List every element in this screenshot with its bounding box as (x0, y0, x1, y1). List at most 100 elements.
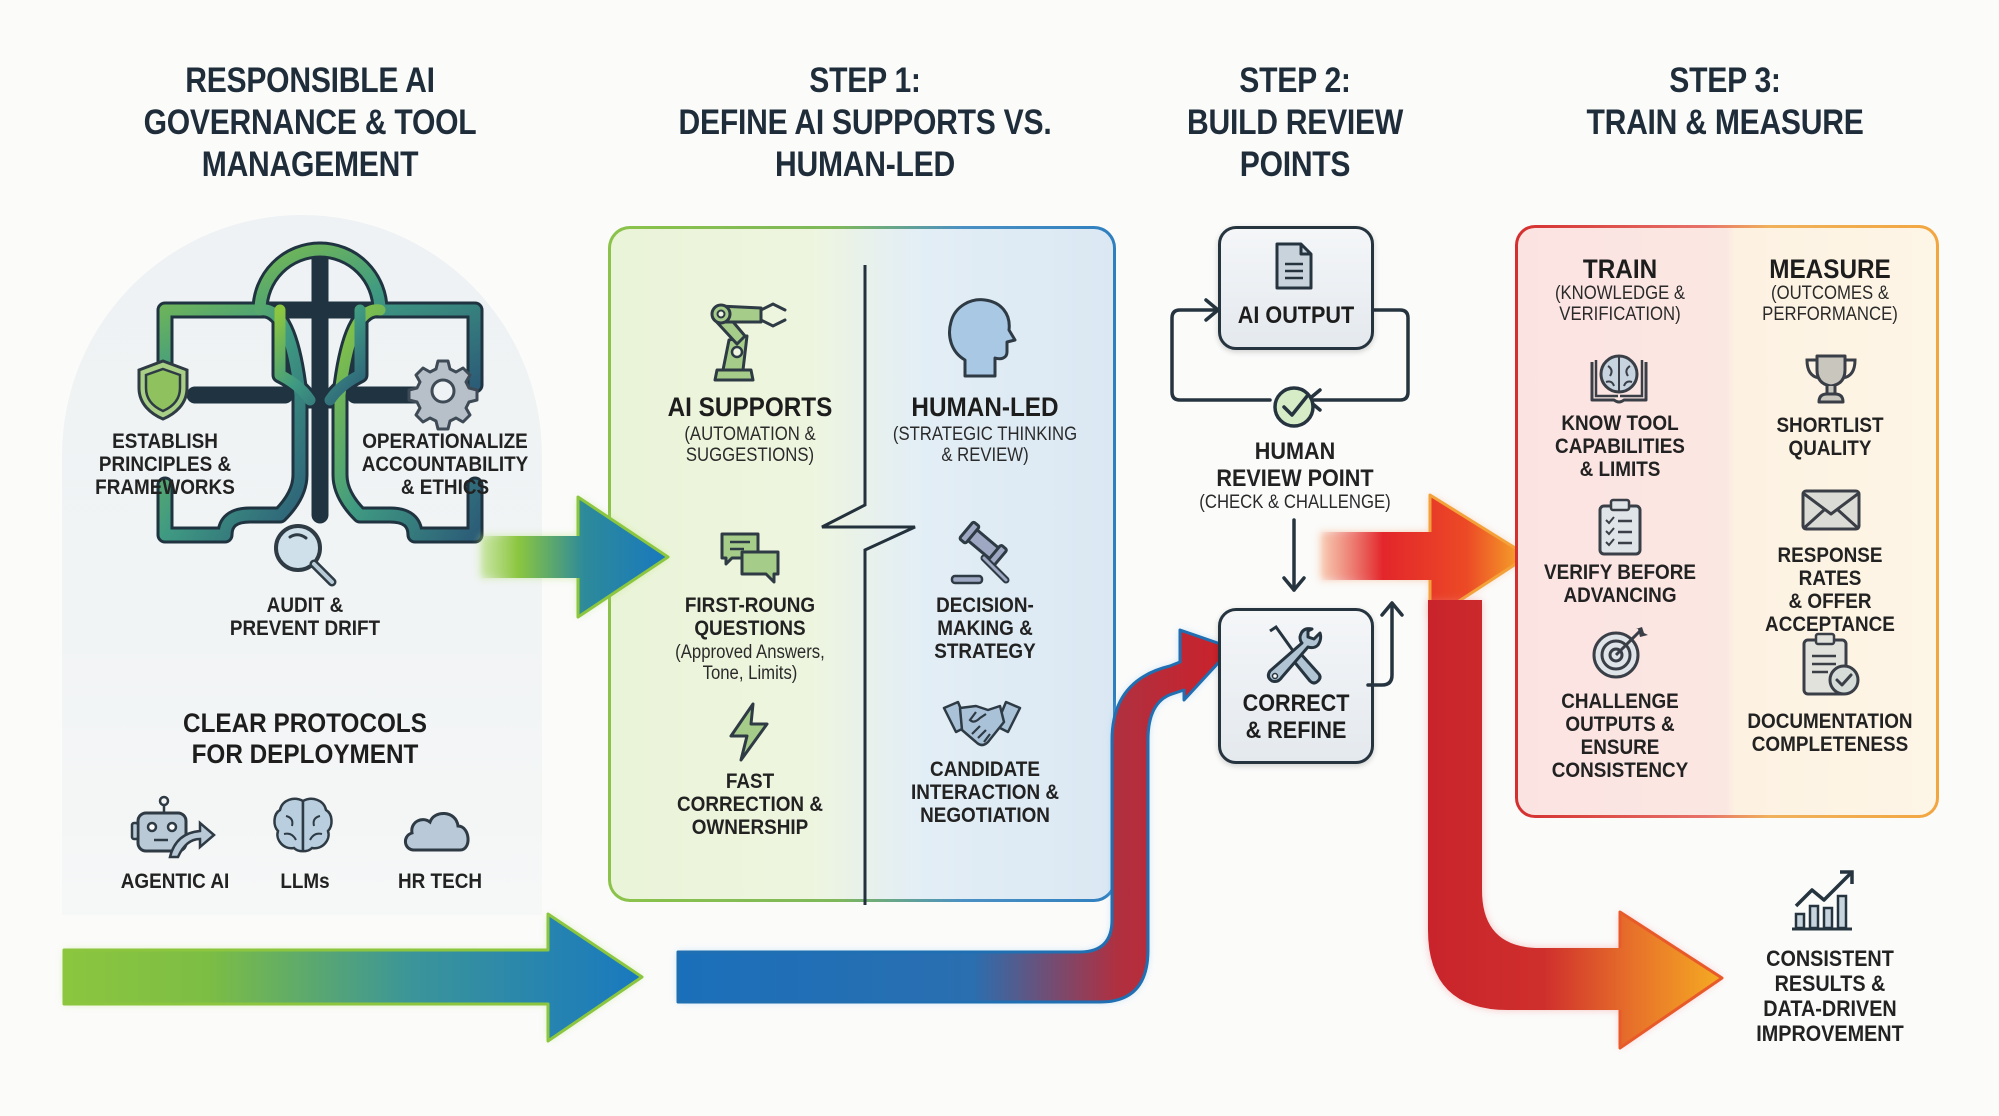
step1-title: STEP 1: DEFINE AI SUPPORTS VS. HUMAN-LED (654, 60, 1075, 186)
human-led-heading: HUMAN-LED (911, 392, 1059, 422)
magnifier-icon (274, 524, 337, 587)
check-challenge-label: (CHECK & CHALLENGE) (1199, 492, 1391, 513)
label-line: & OFFER (1788, 590, 1872, 613)
label-line: CONSISTENT (1766, 946, 1894, 971)
title-line: STEP 1: (809, 61, 921, 100)
clipboard-check-icon (1802, 632, 1860, 696)
heading-line: FOR DEPLOYMENT (191, 739, 419, 769)
label-line: NEGOTIATION (920, 804, 1050, 827)
label-line: OPERATIONALIZE (362, 430, 528, 453)
check-circle-icon (1273, 386, 1315, 428)
first-round-questions-detail: (Approved Answers, Tone, Limits) (653, 642, 847, 684)
arrow-governance-to-step1 (480, 495, 670, 619)
measure-heading: MEASURE (1769, 254, 1891, 284)
trophy-icon (1805, 354, 1857, 404)
label-line: INTERACTION & (910, 781, 1060, 804)
heading-line: CLEAR PROTOCOLS (183, 708, 427, 738)
train-heading: TRAIN (1582, 254, 1658, 284)
know-tool-label: KNOW TOOL CAPABILITIES & LIMITS (1539, 412, 1701, 481)
label-line: DATA-DRIVEN (1763, 996, 1897, 1021)
envelope-icon (1801, 489, 1861, 531)
verify-before-label: VERIFY BEFORE ADVANCING (1539, 561, 1701, 607)
label-line: OUTPUTS & (1565, 713, 1675, 736)
first-round-questions-label: FIRST-ROUNG QUESTIONS (660, 594, 840, 640)
governance-title: RESPONSIBLE AI GOVERNANCE & TOOL MANAGEM… (129, 60, 490, 186)
ai-output-label: AI OUTPUT (1237, 302, 1355, 329)
decision-making-label: DECISION- MAKING & STRATEGY (895, 594, 1075, 663)
label-line: HUMAN (1254, 438, 1336, 465)
correct-refine-box (1218, 608, 1374, 764)
documentation-completeness-label: DOCUMENTATION COMPLETENESS (1740, 710, 1920, 756)
label-line: & ETHICS (400, 476, 490, 499)
wrench-screwdriver-icon (1266, 624, 1323, 685)
subtitle-line: (KNOWLEDGE & (1554, 283, 1686, 304)
gear-icon (407, 359, 479, 431)
establish-principles-label: ESTABLISH PRINCIPLES & FRAMEWORKS (89, 430, 242, 499)
tool-label-hr-tech: HR TECH (397, 870, 483, 893)
growth-chart-icon (1792, 870, 1854, 931)
human-led-subtitle: (STRATEGIC THINKING & REVIEW) (884, 424, 1086, 466)
chat-bubbles-icon (720, 532, 780, 584)
brain-book-icon (1590, 354, 1648, 404)
arrow-bottom-green-blue (62, 912, 644, 1043)
audit-label: AUDIT & PREVENT DRIFT (215, 594, 395, 640)
ai-supports-heading: AI SUPPORTS (667, 392, 833, 422)
label-line: ADVANCING (1563, 584, 1677, 607)
label-line: OWNERSHIP (691, 816, 809, 839)
label-line: QUESTIONS (694, 617, 806, 640)
label-line: KNOW TOOL (1561, 412, 1679, 435)
label-line: ENSURE (1580, 736, 1660, 759)
label-line: CHALLENGE (1561, 690, 1679, 713)
return-arrow (1366, 601, 1404, 687)
ai-supports-subtitle: (AUTOMATION & SUGGESTIONS) (662, 424, 838, 466)
label-line: DOCUMENTATION (1747, 710, 1913, 733)
lightning-icon (729, 702, 769, 762)
human-head-icon (948, 298, 1017, 378)
label-line: CORRECTION & (677, 793, 823, 816)
checklist-icon (1598, 498, 1642, 556)
label-line: IMPROVEMENT (1756, 1021, 1904, 1046)
title-line: TRAIN & MEASURE (1586, 103, 1864, 142)
gavel-icon (950, 520, 1010, 585)
subtitle-line: VERIFICATION) (1559, 304, 1681, 325)
detail-line: (Approved Answers, (675, 642, 825, 663)
label-line: REVIEW POINT (1216, 465, 1374, 492)
label-line: RESPONSE RATES (1777, 544, 1883, 590)
response-rates-label: RESPONSE RATES & OFFER ACCEPTANCE (1745, 544, 1916, 636)
label-line: ESTABLISH (112, 430, 218, 453)
label-line: QUALITY (1788, 437, 1872, 460)
label-line: CANDIDATE (930, 758, 1040, 781)
label-line: AUDIT & (266, 594, 344, 617)
label-line: & LIMITS (1579, 458, 1661, 481)
document-icon (1275, 242, 1313, 290)
label-line: ACCOUNTABILITY (361, 453, 529, 476)
arrow-step1-to-correct-refine (676, 628, 1234, 1004)
challenge-outputs-label: CHALLENGE OUTPUTS & ENSURE CONSISTENCY (1539, 690, 1701, 782)
candidate-interaction-label: CANDIDATE INTERACTION & NEGOTIATION (886, 758, 1084, 827)
step3-title: STEP 3: TRAIN & MEASURE (1566, 60, 1884, 144)
label-line: FIRST-ROUNG (684, 594, 816, 617)
label-line: DECISION- (936, 594, 1034, 617)
label-line: FRAMEWORKS (95, 476, 235, 499)
label-line: STRATEGY (934, 640, 1036, 663)
label-line: ACCEPTANCE (1765, 613, 1895, 636)
title-line: HUMAN-LED (775, 145, 955, 184)
label-line: SHORTLIST (1776, 414, 1884, 437)
shortlist-quality-label: SHORTLIST QUALITY (1749, 414, 1911, 460)
operationalize-label: OPERATIONALIZE ACCOUNTABILITY & ETHICS (360, 430, 531, 499)
title-line: GOVERNANCE & TOOL (143, 103, 477, 142)
cloud-icon (404, 812, 470, 852)
subtitle-line: & REVIEW) (941, 445, 1029, 466)
label-line: CONSISTENCY (1551, 759, 1689, 782)
label-line: VERIFY BEFORE (1544, 561, 1696, 584)
tool-label-agentic-ai: AGENTIC AI (120, 870, 230, 893)
label-line: PREVENT DRIFT (229, 617, 381, 640)
subtitle-line: (AUTOMATION & (684, 424, 816, 445)
train-subtitle: (KNOWLEDGE & VERIFICATION) (1541, 283, 1699, 325)
tool-label-llms: LLMs (280, 870, 330, 893)
robot-arrow-icon (130, 795, 216, 859)
outcome-label: CONSISTENT RESULTS & DATA-DRIVEN IMPROVE… (1745, 946, 1916, 1046)
handshake-icon (942, 700, 1022, 747)
title-line: POINTS (1239, 145, 1351, 184)
label-line: MAKING & (937, 617, 1033, 640)
